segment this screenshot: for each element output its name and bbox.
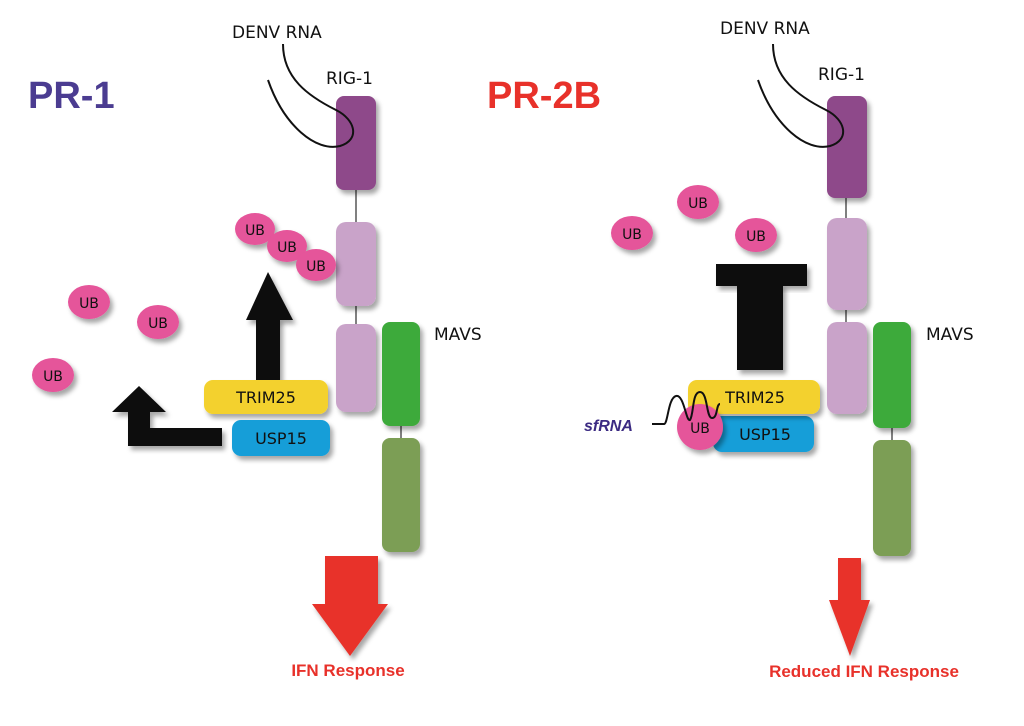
ub-oval: UB	[32, 358, 74, 392]
rig1-helicase-domain	[827, 322, 867, 414]
usp15-label: USP15	[739, 425, 791, 444]
panel-left: PR-1 DENV RNA RIG-1 MAVS TRIM25 USP15 UB	[28, 23, 482, 680]
ub-oval: UB	[611, 216, 653, 250]
denv-rna-strand	[267, 43, 354, 148]
denv-rna-label: DENV RNA	[232, 23, 322, 43]
reduced-ifn-response-label: Reduced IFN Response	[769, 662, 959, 681]
mavs-tm-domain	[382, 438, 420, 552]
ub-oval-bound: UB	[677, 404, 723, 450]
ifn-response-label: IFN Response	[291, 661, 404, 680]
ub-oval: UB	[267, 230, 307, 262]
elbow-arrow-icon	[112, 386, 222, 446]
mavs-label: MAVS	[926, 325, 974, 345]
trim25-box	[204, 380, 328, 414]
denv-rna-label: DENV RNA	[720, 19, 810, 39]
rig1-label: RIG-1	[818, 65, 865, 85]
ub-oval: UB	[677, 185, 719, 219]
usp15-box	[713, 416, 814, 452]
usp15-box	[232, 420, 330, 456]
rig1-helicase-domain	[336, 324, 376, 412]
ub-label: UB	[746, 229, 766, 245]
mavs-card-domain	[382, 322, 420, 426]
ifn-down-arrow-icon	[312, 556, 388, 656]
ub-oval: UB	[296, 249, 336, 281]
sfrna-strand	[652, 390, 721, 425]
up-arrow-icon	[246, 272, 293, 320]
panel-right-title: PR-2B	[487, 75, 601, 117]
usp15-label: USP15	[255, 429, 307, 448]
reduced-ifn-down-arrow-icon	[829, 558, 870, 656]
panel-left-title: PR-1	[28, 75, 115, 117]
ub-label: UB	[79, 296, 99, 312]
inhibition-stem	[737, 284, 783, 370]
trim25-label: TRIM25	[724, 388, 785, 407]
mavs-card-domain	[873, 322, 911, 428]
mavs-label: MAVS	[434, 325, 482, 345]
rig1-card2-domain	[827, 218, 867, 310]
panel-right: PR-2B DENV RNA RIG-1 MAVS UB UB UB	[487, 19, 974, 681]
ub-oval: UB	[735, 218, 777, 252]
ub-label: UB	[277, 240, 297, 256]
ub-label: UB	[245, 223, 265, 239]
inhibition-bar-icon	[716, 264, 807, 286]
trim25-label: TRIM25	[235, 388, 296, 407]
ub-label: UB	[43, 369, 63, 385]
ub-oval: UB	[235, 213, 275, 245]
denv-rna-strand	[757, 43, 844, 148]
rig1-label: RIG-1	[326, 69, 373, 89]
ub-label: UB	[622, 227, 642, 243]
sfrna-label: sfRNA	[584, 418, 633, 435]
up-arrow-shaft	[256, 318, 280, 382]
mavs-tm-domain	[873, 440, 911, 556]
rig1-card-domain	[827, 96, 867, 198]
rig1-card2-domain	[336, 222, 376, 306]
ub-label: UB	[148, 316, 168, 332]
ub-label: UB	[690, 421, 710, 437]
trim25-box	[688, 380, 820, 414]
ub-label: UB	[306, 259, 326, 275]
ub-label: UB	[688, 196, 708, 212]
ub-oval: UB	[68, 285, 110, 319]
ub-oval: UB	[137, 305, 179, 339]
rig1-card-domain	[336, 96, 376, 190]
